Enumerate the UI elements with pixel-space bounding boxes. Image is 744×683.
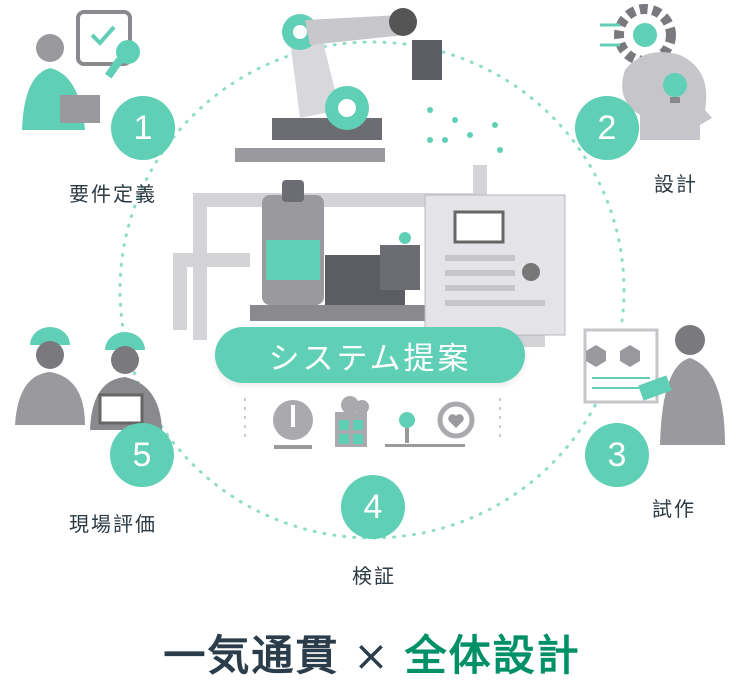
pump-machine-icon — [250, 180, 440, 321]
verification-icons — [244, 396, 501, 449]
control-panel-icon — [424, 194, 566, 336]
step-3-badge: 3 — [585, 423, 649, 487]
requirements-person-icon — [22, 10, 140, 130]
heart-gauge-icon — [437, 401, 475, 439]
step-4-label: 検証 — [352, 564, 396, 588]
robot-arm-icon — [235, 8, 503, 162]
system-proposal-pill: システム提案 — [215, 327, 525, 383]
step-3-label: 試作 — [652, 497, 696, 521]
cycle-dotted-path — [118, 40, 626, 540]
tagline-part2: 全体設計 — [404, 631, 581, 680]
step-2-label: 設計 — [654, 172, 698, 196]
tagline: 一気通貫 × 全体設計 — [0, 622, 744, 683]
tagline-part1: 一気通貫 — [163, 631, 340, 680]
step-1-badge: 1 — [111, 96, 175, 160]
step-2-badge: 2 — [575, 96, 639, 160]
factory-icon — [335, 396, 369, 447]
field-evaluation-workers-icon — [15, 327, 162, 430]
tagline-separator: × — [353, 631, 391, 680]
design-head-gear-icon — [600, 4, 712, 141]
step-5-badge: 5 — [110, 423, 174, 487]
step-4-badge: 4 — [341, 475, 405, 539]
prototype-person-icon — [583, 325, 725, 445]
sensor-icon — [385, 412, 465, 447]
step-5-label: 現場評価 — [69, 512, 157, 536]
step-1-label: 要件定義 — [69, 182, 157, 206]
